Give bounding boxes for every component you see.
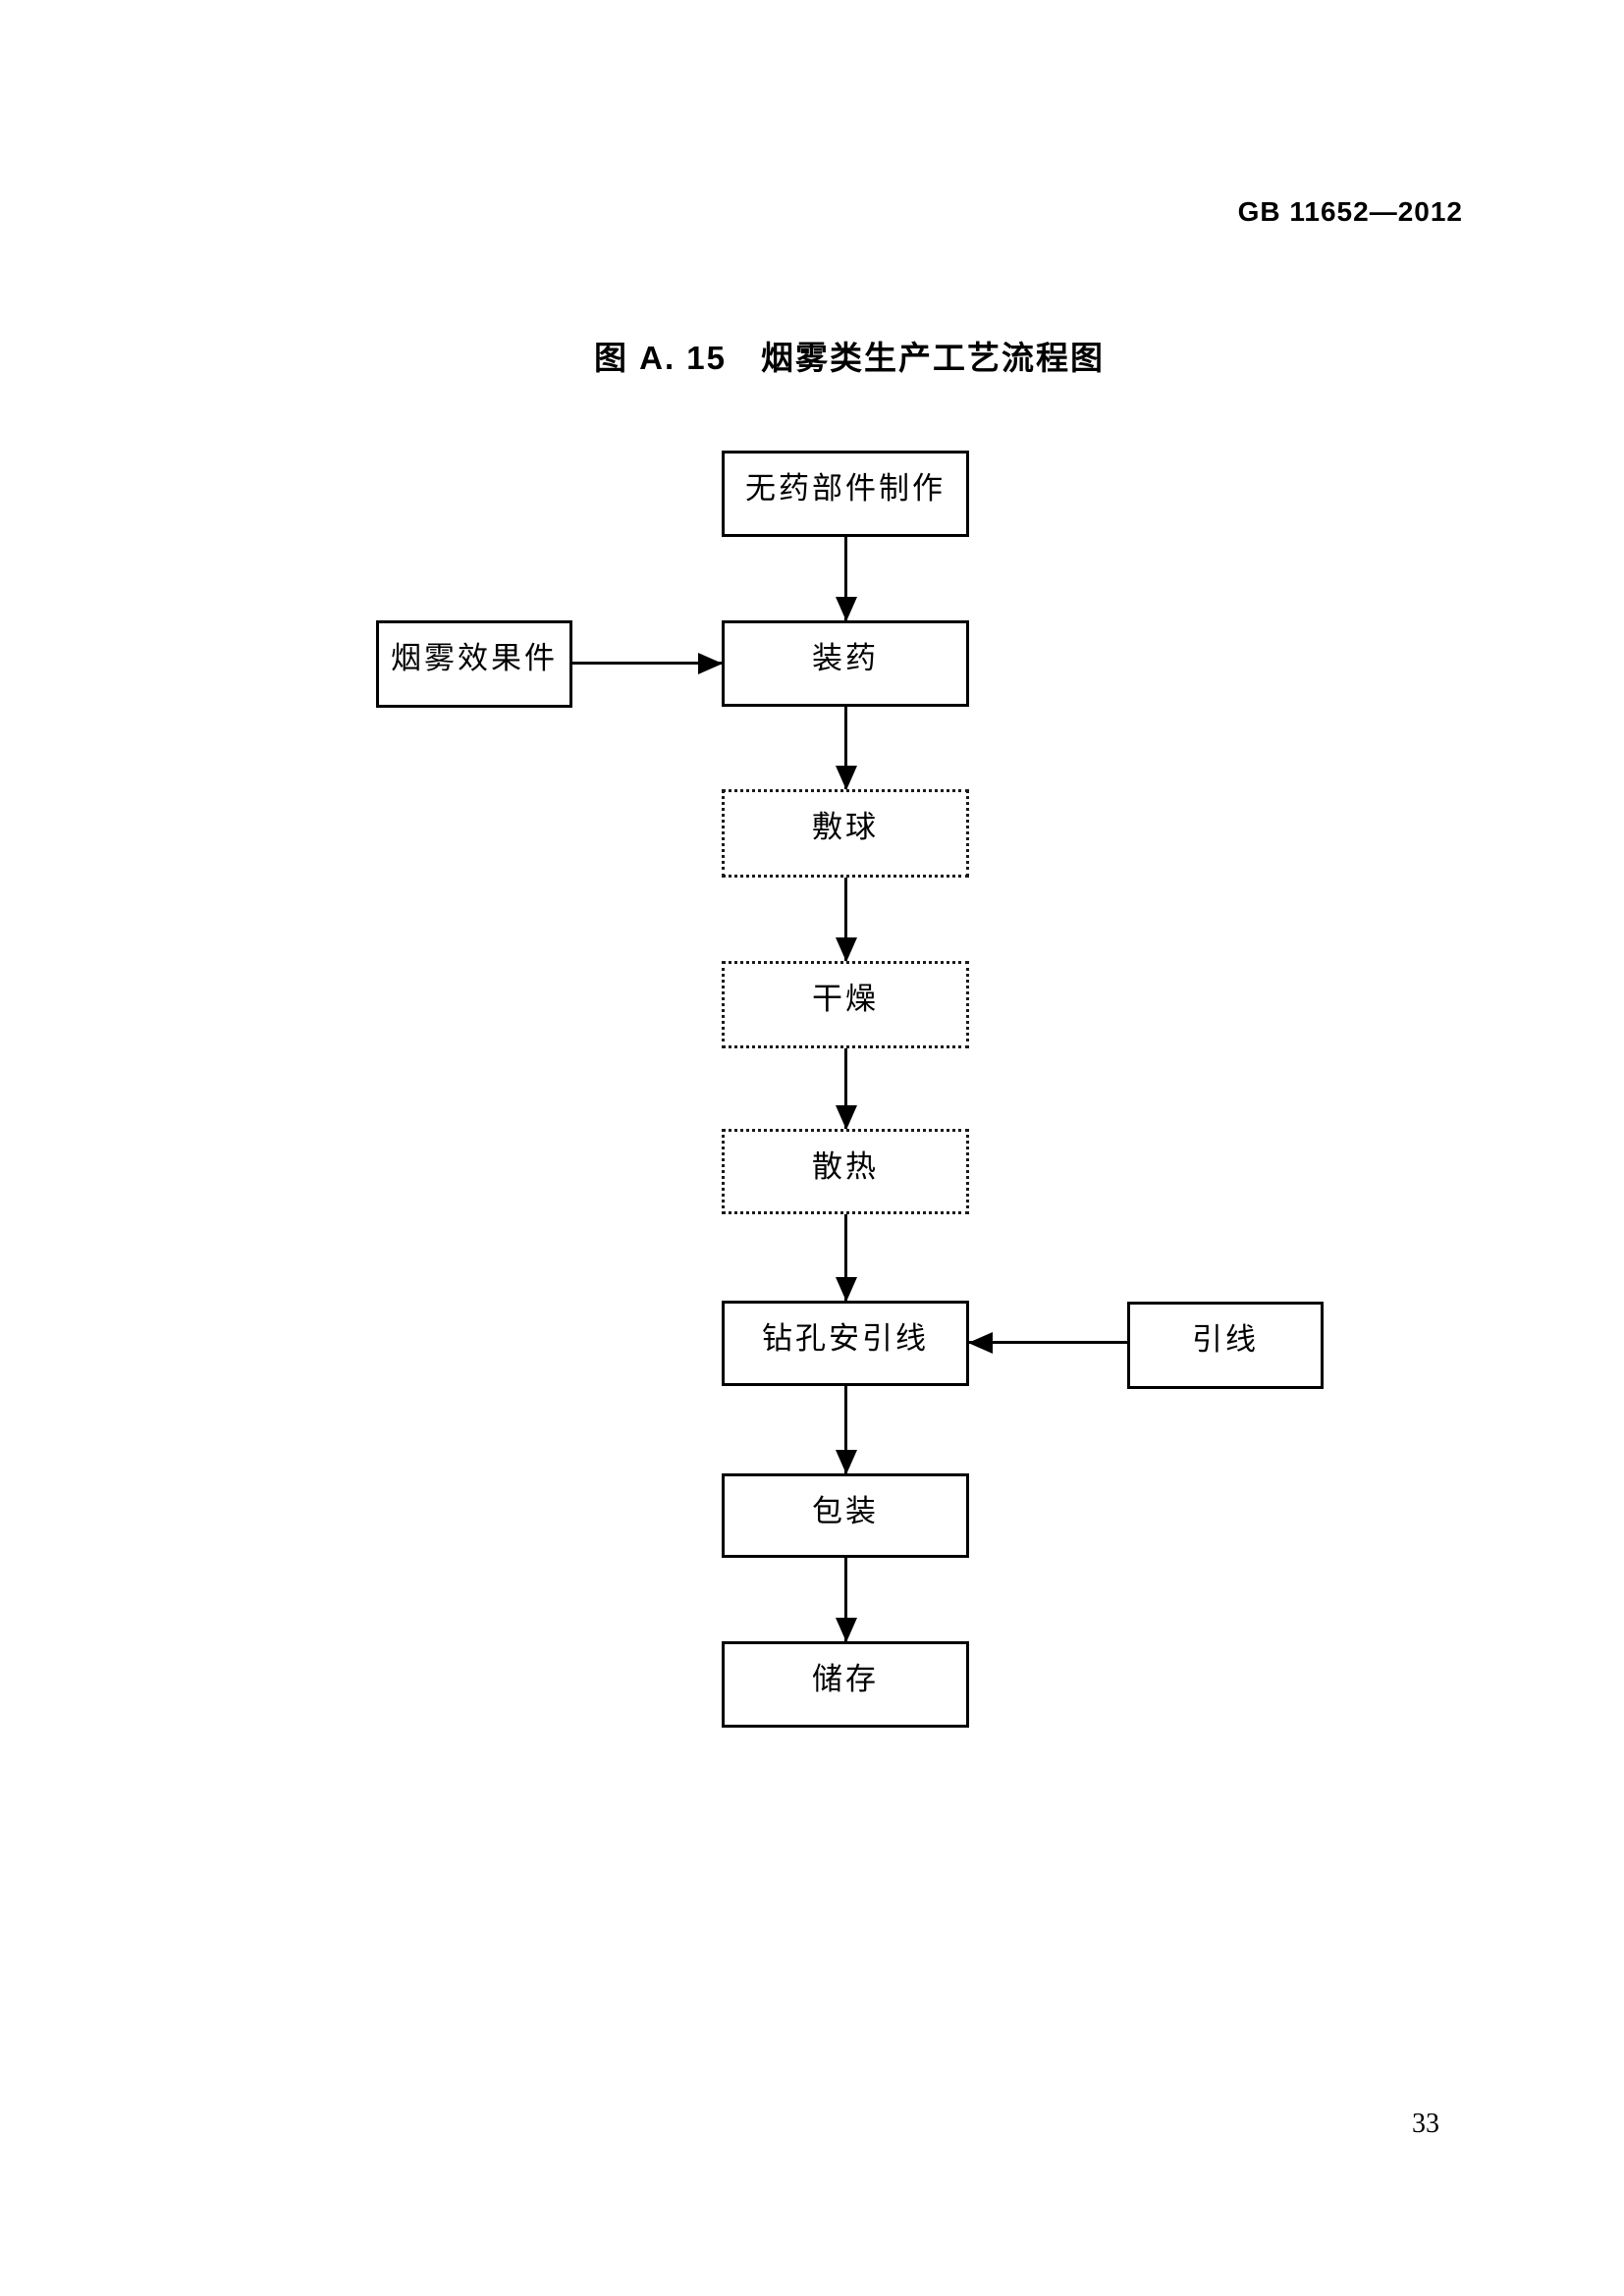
- arrow-down-2: [844, 706, 847, 789]
- flow-step-drying: 干燥: [722, 961, 969, 1048]
- side-input-label: 烟雾效果件: [391, 641, 558, 675]
- flow-step-heat-dissipating: 散热: [722, 1129, 969, 1214]
- flow-step-label: 钻孔安引线: [762, 1321, 929, 1356]
- arrow-down-3: [844, 878, 847, 961]
- arrow-down-4: [844, 1048, 847, 1129]
- side-input-fuse: 引线: [1127, 1302, 1324, 1389]
- page-number: 33: [1412, 2109, 1439, 2139]
- flow-step-parts-making: 无药部件制作: [722, 451, 969, 537]
- flow-step-charging: 装药: [722, 620, 969, 707]
- arrow-down-7: [844, 1558, 847, 1641]
- arrow-down-5: [844, 1214, 847, 1301]
- flow-step-storage: 储存: [722, 1641, 969, 1728]
- flow-step-label: 包装: [812, 1494, 879, 1528]
- flow-step-ball-applying: 敷球: [722, 789, 969, 878]
- flow-step-label: 散热: [812, 1149, 879, 1184]
- arrow-fuse-to-drilling: [969, 1341, 1127, 1344]
- side-input-label: 引线: [1192, 1322, 1259, 1357]
- flow-step-label: 装药: [812, 641, 879, 675]
- flow-step-label: 干燥: [812, 982, 879, 1016]
- arrow-smoke-effect-to-charging: [572, 662, 722, 665]
- figure-title: 图 A. 15 烟雾类生产工艺流程图: [593, 340, 1106, 376]
- side-input-smoke-effect-parts: 烟雾效果件: [376, 620, 572, 708]
- arrow-down-6: [844, 1386, 847, 1473]
- flow-step-label: 敷球: [812, 810, 879, 844]
- flow-step-packaging: 包装: [722, 1473, 969, 1558]
- flow-step-drilling-fuse: 钻孔安引线: [722, 1301, 969, 1386]
- arrow-down-1: [844, 537, 847, 620]
- flow-step-label: 储存: [812, 1662, 879, 1696]
- standard-code-header: GB 11652—2012: [1237, 196, 1463, 227]
- flow-step-label: 无药部件制作: [745, 471, 946, 506]
